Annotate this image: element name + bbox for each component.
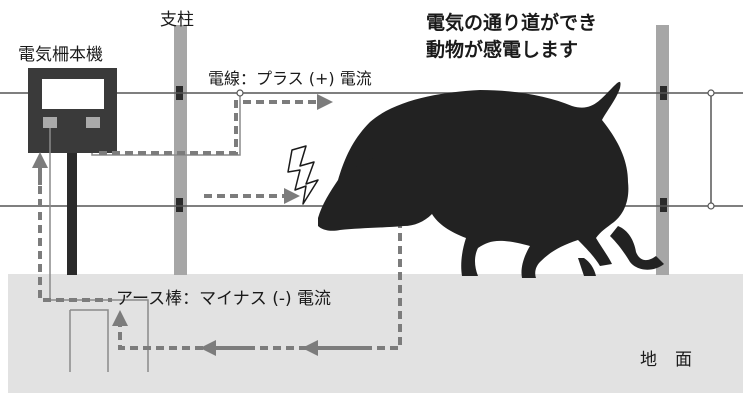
post-label: 支柱 (160, 10, 194, 30)
energizer-stand (67, 140, 77, 275)
insulator (176, 198, 183, 212)
earth-rod (69, 309, 109, 372)
energizer-label: 電気柵本機 (18, 45, 103, 65)
current-arrow-plus (99, 94, 333, 155)
energizer-terminal-minus (43, 117, 57, 128)
ground-label: 地面 (640, 350, 710, 370)
wire-junction (707, 202, 715, 210)
earth-rod-minus-label: アース棒：マイナス (-) 電流 (116, 289, 331, 309)
fence-post-right (656, 25, 669, 275)
energizer-display (42, 79, 104, 109)
wild-boar-silhouette (318, 81, 664, 278)
wire-plus-label: 電線：プラス (+) 電流 (208, 69, 372, 88)
fence-post-left (174, 25, 187, 275)
wire-junction (236, 89, 244, 97)
energizer-terminal-plus (86, 117, 100, 128)
animal-shock-caption-line2: 動物が感電します (426, 39, 579, 61)
animal-shock-caption-line1: 電気の通り道ができ (426, 12, 598, 34)
lightning-icon (287, 145, 319, 205)
wire-junction (707, 89, 715, 97)
ground-area (8, 274, 743, 393)
current-arrow-ground-loop (112, 210, 402, 350)
current-arrow-return (38, 160, 112, 302)
insulator (660, 198, 667, 212)
